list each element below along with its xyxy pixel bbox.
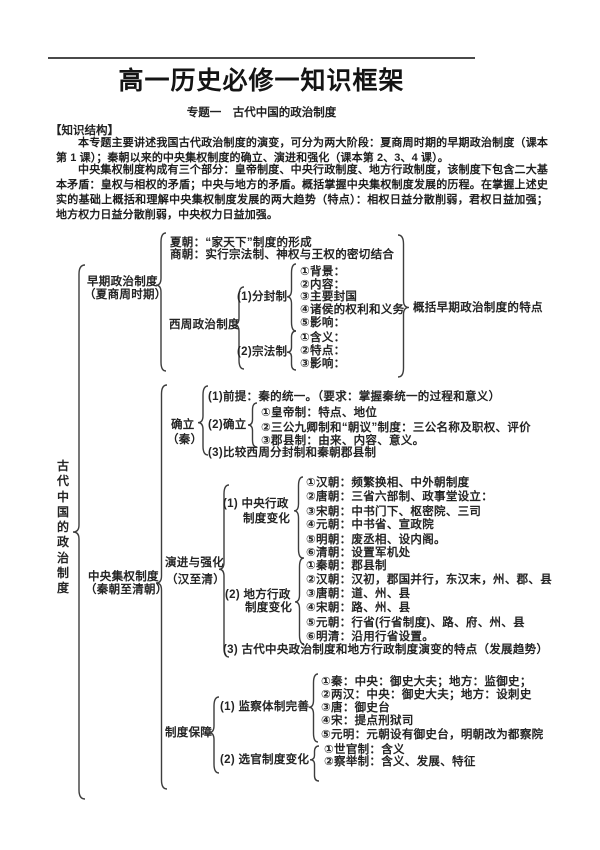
- selection-item: ②察举制：含义、发展、特征: [324, 756, 476, 768]
- evolution-brace: [219, 484, 229, 658]
- establish-item: ③郡县制：由来、内容、意义。: [261, 435, 425, 447]
- central-admin-item: ③宋朝：中书门下、枢密院、三司: [306, 506, 482, 518]
- topic-subtitle: 专题一 古代中国的政治制度: [186, 107, 337, 119]
- selection-item: ①世官制：含义: [324, 744, 405, 756]
- central-admin-item: ⑤明朝：废丞相、设内阁。: [306, 534, 446, 546]
- root-node-label: 古代中国的政治制度: [57, 459, 70, 596]
- local-admin-item: ⑥明清：沿用行省设置。: [306, 631, 435, 643]
- zongfa-item: ②特点：: [300, 345, 346, 357]
- central-admin-item: ②唐朝：三省六部制、政事堂设立：: [306, 491, 494, 503]
- early-institutions-label: 早期政治制度: [87, 276, 158, 288]
- supervision-brace: [309, 673, 318, 743]
- local-admin-item: ①秦朝：郡县制: [306, 560, 387, 572]
- fengjian-item: ④诸侯的权利和义务: [300, 304, 405, 316]
- central-admin-item: ⑥清朝：设置军机处: [306, 547, 411, 559]
- establish-item: ①皇帝制：特点、地位: [261, 407, 378, 419]
- page-title: 高一历史必修一知识框架: [118, 67, 405, 95]
- local-admin-brace: [295, 557, 304, 645]
- local-admin-item: ⑤元朝：行省(行省制度)、路、府、州、县: [306, 617, 525, 629]
- central-admin-item: ④元朝：中书省、宣政院: [306, 519, 435, 531]
- supervision-item: ④宋：提点刑狱司: [321, 715, 414, 727]
- establish-item: ②三公九卿制和“朝议”制度：三公名称及职权、评价: [261, 422, 531, 434]
- selection-label: (2) 选官制度变化: [220, 754, 310, 766]
- western-zhou-label: 西周政治制度: [169, 319, 240, 331]
- central-admin-label2: 制度变化: [243, 513, 291, 525]
- intro-paragraph: 本专题主要讲述我国古代政治制度的演变，可分为两大阶段：夏商周时期的早期政治制度（…: [56, 137, 548, 164]
- establish-sub-label: (2)确立: [208, 419, 247, 431]
- zongfa-label: (2)宗法制: [237, 346, 288, 358]
- evolution-label: 演进与强化: [165, 557, 224, 569]
- central-admin-label: (1) 中央行政: [223, 498, 289, 510]
- western-zhou-brace: [234, 286, 244, 370]
- shang-dynasty-item: 商朝：实行宗法制、神权与王权的密切结合: [170, 249, 395, 261]
- fengjian-item: ①背景：: [300, 266, 346, 278]
- xia-dynasty-item: 夏朝：“家天下”制度的形成: [170, 237, 312, 249]
- fengjian-item: ③主要封国: [300, 291, 358, 303]
- local-admin-item: ③唐朝：道、州、县: [306, 588, 411, 600]
- zongfa-item: ③影响：: [300, 358, 346, 370]
- zongfa-brace: [287, 330, 296, 371]
- selection-brace: [310, 745, 319, 782]
- local-admin-label2: 制度变化: [245, 602, 293, 614]
- establish-qin-brace: [198, 385, 208, 456]
- local-admin-item: ④宋朝：路、州、县: [306, 602, 411, 614]
- early-summary-label: 概括早期政治制度的特点: [413, 302, 543, 314]
- detail-paragraph: 中央集权制度构成有三个部分：皇帝制度、中央行政制度、地方行政制度，该制度下包含二…: [56, 164, 548, 221]
- supervision-item: ⑤元明：元朝设有御史台，明朝改为都察院: [321, 729, 544, 741]
- early-summary-brace: [398, 234, 409, 378]
- central-brace: [156, 384, 167, 790]
- fengjian-item: ⑤影响：: [300, 317, 346, 329]
- header-divider: [48, 57, 475, 59]
- fengjian-label: (1)分封制: [237, 291, 288, 303]
- local-admin-item: ②汉朝：汉初，郡国并行，东汉末，州、郡、县: [306, 574, 553, 586]
- central-system-period: （秦朝至清朝）: [85, 584, 168, 596]
- trend-item: (3) 古代中央政治制度和地方行政制度演变的特点（发展趋势）: [223, 644, 549, 656]
- central-admin-brace: [294, 476, 303, 559]
- establish-sub-brace: [248, 402, 257, 448]
- supervision-item: ②两汉：中央：御史大夫；地方：设刺史: [321, 689, 532, 701]
- zongfa-item: ①含义：: [300, 332, 346, 344]
- guarantee-brace: [209, 696, 219, 774]
- section-heading: 【知识结构】: [50, 125, 119, 137]
- fengjian-brace: [287, 263, 296, 332]
- establish-qin-period: （秦）: [167, 434, 203, 446]
- fengjian-item: ②内容：: [300, 279, 346, 291]
- early-institutions-period: （夏商周时期）: [84, 289, 167, 301]
- establish-qin-label: 确立: [171, 419, 195, 431]
- supervision-item: ③唐：御史台: [321, 702, 391, 714]
- compare-item: (3)比较西周分封制和秦朝郡县制: [208, 447, 377, 459]
- root-brace: [73, 264, 85, 800]
- guarantee-label: 制度保障: [165, 727, 213, 739]
- premise-item: (1)前提：秦的统一。（要求：掌握秦统一的过程和意义）: [208, 391, 501, 403]
- central-admin-item: ①汉朝：频繁换相、中外朝制度: [306, 477, 470, 489]
- supervision-item: ①秦：中央：御史大夫；地方：监御史；: [321, 676, 532, 688]
- central-system-label: 中央集权制度: [88, 571, 159, 583]
- evolution-period: （汉至清）: [166, 574, 225, 586]
- supervision-label: (1) 监察体制完善: [220, 701, 310, 713]
- local-admin-label: (2) 地方行政: [225, 589, 291, 601]
- early-brace: [156, 232, 166, 372]
